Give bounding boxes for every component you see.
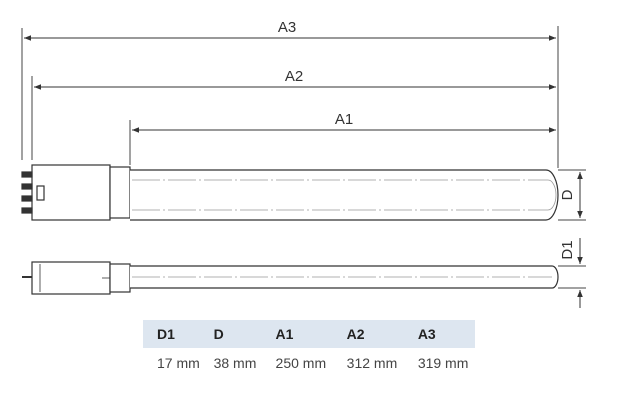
- dimension-a1: A1: [132, 111, 556, 133]
- lamp-tube: [130, 169, 559, 221]
- lamp-side-view: [22, 261, 559, 295]
- dimension-a2: A2: [34, 68, 556, 90]
- value-a2: 312 mm: [346, 355, 398, 371]
- dimensions-value-row: 17 mm 38 mm 250 mm 312 mm 319 mm: [143, 348, 475, 378]
- lamp-technical-drawing: A3 A2 A1 D D1: [21, 19, 586, 308]
- dimension-d1: D1: [559, 238, 583, 308]
- value-d: 38 mm: [213, 355, 257, 371]
- value-a3: 319 mm: [417, 355, 469, 371]
- lamp-pin: [21, 183, 33, 190]
- lamp-latch: [36, 185, 45, 201]
- value-d1: 17 mm: [157, 355, 200, 371]
- dimension-d-label: D: [559, 189, 576, 200]
- header-a3: A3: [403, 320, 475, 348]
- dimension-d: D: [559, 172, 583, 218]
- dimension-a2-label: A2: [285, 68, 303, 85]
- header-a2: A2: [332, 320, 404, 348]
- dimension-d1-label: D1: [559, 240, 576, 259]
- lamp-top-view: [21, 164, 559, 221]
- dimension-a3: A3: [24, 19, 556, 41]
- lamp-side-collar: [109, 263, 131, 293]
- dimension-a1-label: A1: [335, 111, 353, 128]
- header-a1: A1: [261, 320, 333, 348]
- lamp-side-base: [31, 261, 111, 295]
- lamp-pin: [21, 207, 33, 214]
- extension-lines: [21, 26, 586, 289]
- lamp-pin: [21, 195, 33, 202]
- header-d: D: [205, 320, 262, 348]
- header-d1: D1: [143, 320, 206, 348]
- dimensions-header-row: D1 D A1 A2 A3: [143, 320, 475, 348]
- dimension-a3-label: A3: [278, 19, 296, 36]
- dimensions-table: D1 D A1 A2 A3 17 mm 38 mm 250 mm 312 mm …: [143, 320, 475, 378]
- lamp-pin: [21, 171, 33, 178]
- lamp-base-collar: [109, 166, 131, 219]
- value-a1: 250 mm: [275, 355, 327, 371]
